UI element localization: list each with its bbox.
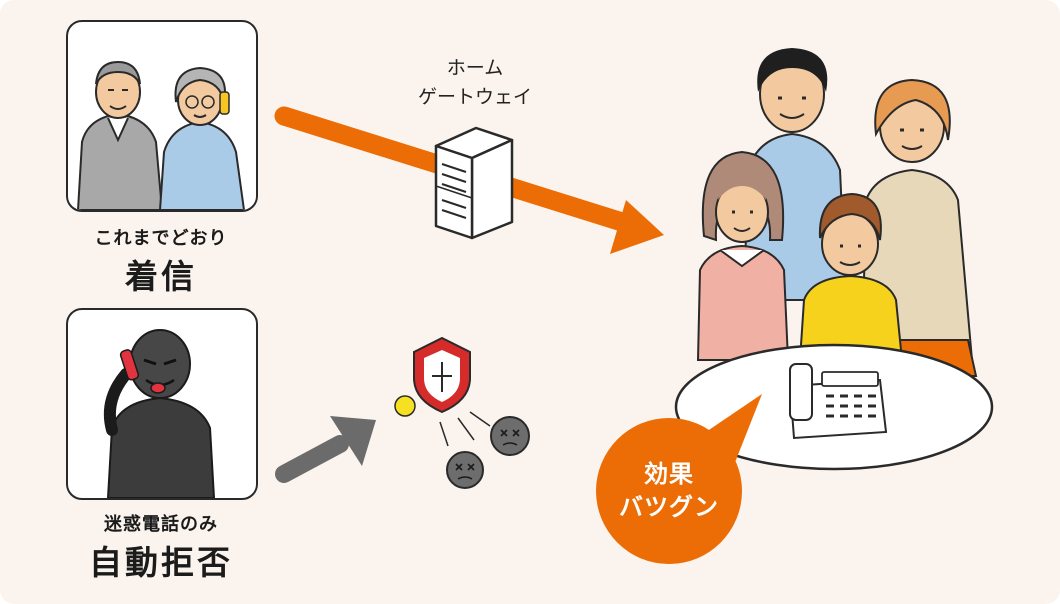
blocked-subtitle: 迷惑電話のみ xyxy=(104,514,218,535)
telephone-icon xyxy=(788,363,888,440)
spark-icon xyxy=(394,395,416,417)
nuisance-caller-illustration xyxy=(103,329,216,498)
nuisance-caller-panel xyxy=(66,308,258,500)
badge-line2: バツグン xyxy=(619,493,719,521)
shield-icon xyxy=(413,336,471,414)
blocked-call-icon xyxy=(446,451,484,489)
elderly-couple-panel xyxy=(66,20,258,212)
family-illustration xyxy=(696,48,978,377)
badge-line1: 効果 xyxy=(644,460,694,488)
elderly-couple-illustration xyxy=(76,60,246,210)
normal-title: 着信 xyxy=(125,257,197,296)
home-gateway-icon xyxy=(434,126,514,240)
gateway-label-line1: ホーム xyxy=(446,57,504,79)
gateway-label-line2: ゲートウェイ xyxy=(417,86,532,108)
blocked-title: 自動拒否 xyxy=(89,543,233,582)
blocked-call-icon xyxy=(490,416,530,456)
gateway-label: ホーム ゲートウェイ xyxy=(375,54,575,112)
effect-badge: 効果 バツグン xyxy=(596,418,742,564)
nuisance-call-arrow-icon xyxy=(275,416,376,483)
normal-subtitle: これまでどおり xyxy=(94,228,228,249)
